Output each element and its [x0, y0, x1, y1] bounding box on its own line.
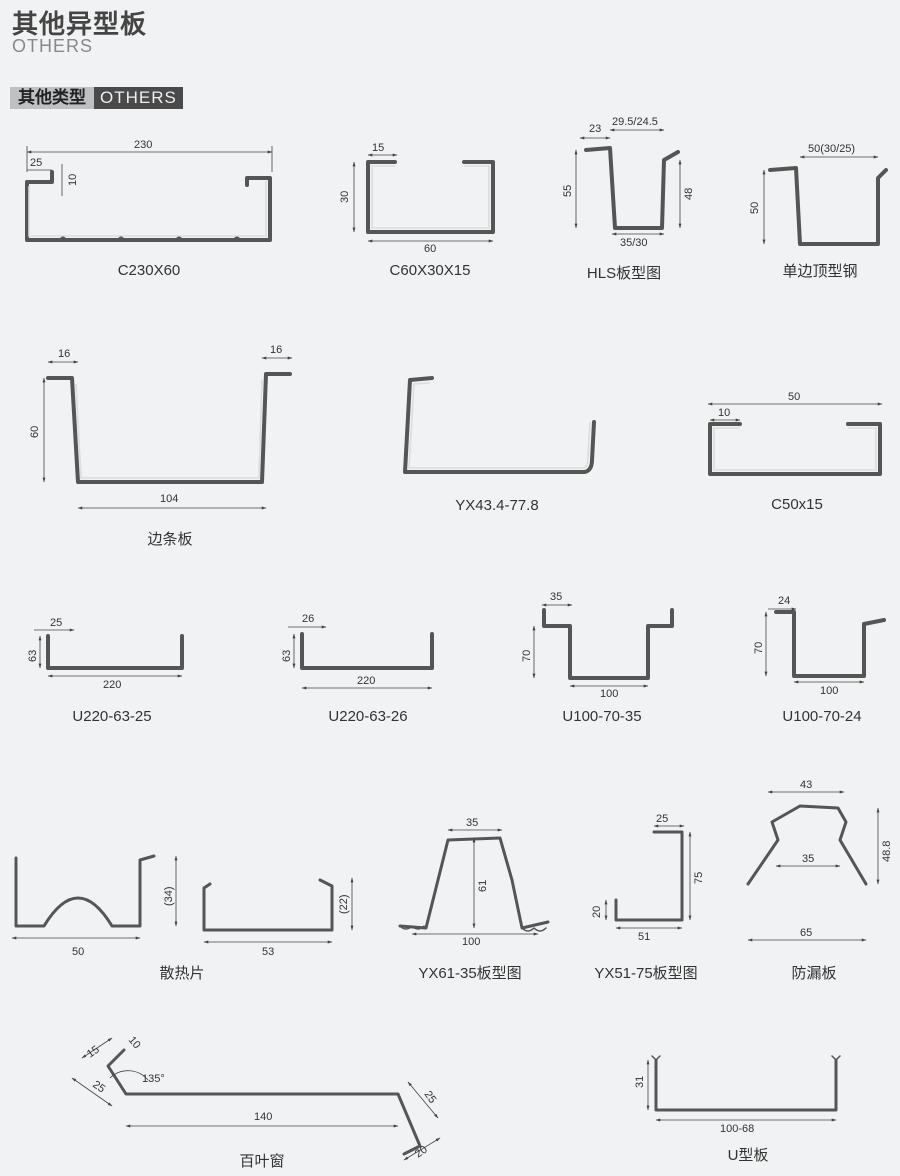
dim-label: 10	[126, 1034, 143, 1051]
dim-label: 24	[778, 595, 790, 607]
caption-u220-63-26: U220-63-26	[328, 708, 408, 725]
dim-label: 10	[718, 407, 730, 419]
profile-c230x60: 230 25 10	[25, 139, 273, 242]
dim-label: 61	[477, 880, 489, 892]
dim-label: 104	[160, 493, 178, 505]
dim-label: 30	[339, 191, 351, 203]
dim-label: 53	[262, 946, 274, 958]
dim-label: 15	[85, 1044, 102, 1061]
dim-label: 20	[591, 906, 603, 918]
profile-anti-leak: 43 48.8 35 65	[746, 779, 893, 942]
dim-label: 63	[281, 650, 293, 662]
profile-single-edge-top: 50(30/25) 50	[749, 143, 888, 246]
page-title: 其他异型板	[12, 9, 148, 39]
caption-c230x60: C230X60	[117, 262, 181, 279]
dim-label: 100	[820, 685, 838, 697]
caption-single-edge-top: 单边顶型钢	[782, 263, 858, 280]
profile-c50x15: 50 10	[707, 391, 883, 476]
section-label-en: OTHERS	[94, 87, 183, 109]
caption-u100-70-24: U100-70-24	[782, 708, 862, 725]
dim-label: 55	[562, 185, 574, 197]
caption-anti-leak: 防漏板	[791, 965, 837, 982]
dim-label: (34)	[163, 886, 175, 906]
caption-yx51-75: YX51-75板型图	[594, 965, 698, 982]
profile-yx61-35: 35 61 100	[398, 817, 550, 948]
dim-label: 60	[29, 426, 41, 438]
dim-label: 23	[589, 123, 601, 135]
profile-u220-63-26: 26 63 220	[281, 613, 434, 690]
dim-label: 63	[27, 650, 39, 662]
dim-label: 220	[103, 679, 121, 691]
dim-label: 25	[50, 617, 62, 629]
caption-u100-70-35: U100-70-35	[562, 708, 642, 725]
dim-label: 220	[357, 675, 375, 687]
caption-c60x30x15: C60X30X15	[389, 262, 471, 279]
section-band: 其他类型 OTHERS	[10, 87, 183, 109]
profile-louver: 15 10 135° 25 140 25 20	[71, 1034, 441, 1161]
profile-heat-sink: (34) 50 (22) 53	[11, 854, 354, 958]
profile-u100-70-24: 24 70 100	[753, 595, 886, 697]
dim-label: 50	[749, 202, 761, 214]
dim-label: 43	[800, 779, 812, 791]
caption-c50x15: C50x15	[771, 496, 823, 513]
dim-label: 35	[466, 817, 478, 829]
page-subtitle: OTHERS	[12, 36, 94, 56]
dim-label: 31	[634, 1076, 646, 1088]
dim-label: 25	[30, 157, 42, 169]
dim-label: 26	[302, 613, 314, 625]
dim-label: 15	[372, 142, 384, 154]
dim-label: 20	[413, 1144, 430, 1161]
dim-label: 50(30/25)	[808, 143, 855, 155]
dim-label: 25	[422, 1089, 439, 1106]
caption-u-plate: U型板	[727, 1147, 769, 1164]
dim-label: 35	[550, 591, 562, 603]
dim-label: 60	[424, 243, 436, 255]
dim-label: 70	[753, 642, 765, 654]
dim-label: 25	[656, 813, 668, 825]
dim-label: 16	[270, 344, 282, 356]
caption-heat-sink: 散热片	[159, 965, 205, 982]
caption-u220-63-25: U220-63-25	[72, 708, 152, 725]
profile-yx43	[403, 376, 596, 474]
dim-label: 100-68	[720, 1123, 754, 1135]
profile-c60x30x15: 15 30 60	[339, 142, 495, 255]
caption-hls: HLS板型图	[586, 265, 662, 282]
profile-hls: 23 29.5/24.5 55 48 35/30	[562, 116, 695, 249]
dim-label: 135°	[142, 1073, 165, 1085]
dim-label: 230	[134, 139, 152, 151]
section-label-cn: 其他类型	[10, 87, 94, 109]
dim-label: 50	[788, 391, 800, 403]
dim-label: 50	[72, 946, 84, 958]
dim-label: 100	[600, 688, 618, 700]
dim-label: 100	[462, 936, 480, 948]
dim-label: 29.5/24.5	[612, 116, 658, 128]
dim-label: 51	[638, 931, 650, 943]
dim-label: 65	[800, 927, 812, 939]
dim-label: 48.8	[881, 841, 893, 862]
dim-label: 140	[254, 1111, 272, 1123]
profile-u100-70-35: 35 70 100	[521, 591, 674, 700]
caption-louver: 百叶窗	[239, 1153, 285, 1170]
dim-label: 10	[67, 174, 79, 186]
dim-label: 35/30	[620, 237, 648, 249]
profile-u220-63-25: 25 63 220	[27, 617, 184, 691]
dim-label: 16	[58, 348, 70, 360]
caption-yx43: YX43.4-77.8	[455, 497, 539, 514]
dim-label: 35	[802, 853, 814, 865]
profile-u-plate: 31 100-68	[634, 1055, 841, 1135]
dim-label: 25	[90, 1079, 107, 1096]
dim-label: 70	[521, 650, 533, 662]
dim-label: 75	[693, 872, 705, 884]
caption-edge-strip: 边条板	[147, 531, 193, 548]
caption-yx61-35: YX61-35板型图	[418, 965, 522, 982]
dim-label: (22)	[338, 894, 350, 914]
profile-edge-strip: 16 16 60 104	[29, 344, 293, 510]
profile-yx51-75: 25 75 20 51	[591, 813, 705, 943]
dim-label: 48	[683, 188, 695, 200]
